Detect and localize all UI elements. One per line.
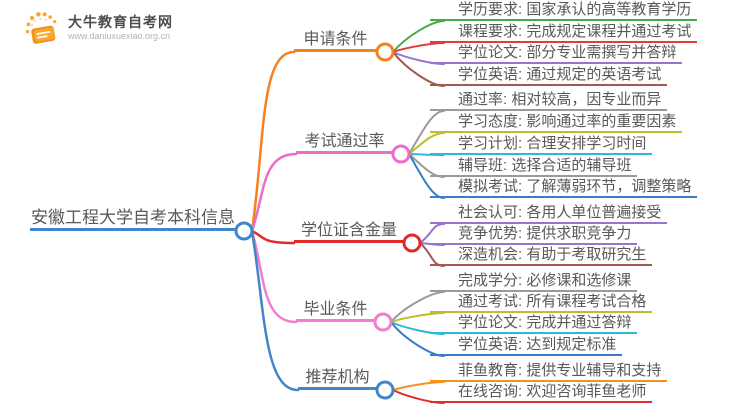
leaf-topic[interactable]: 课程要求: 完成规定课程并通过考试 bbox=[430, 23, 698, 43]
connector-line bbox=[408, 110, 445, 155]
leaf-topic[interactable]: 辅导班: 选择合适的辅导班 bbox=[430, 157, 638, 177]
connector-line bbox=[392, 20, 445, 53]
leaf-topic[interactable]: 学习计划: 合理安排学习时间 bbox=[430, 135, 653, 155]
leaf-topic[interactable]: 学历要求: 国家承认的高等教育学历 bbox=[430, 1, 698, 21]
leaf-topic[interactable]: 社会认可: 各用人单位普遍接受 bbox=[430, 204, 668, 224]
branch-topic[interactable]: 学位证含金量 bbox=[294, 221, 404, 243]
connector-line bbox=[250, 50, 296, 233]
branch-topic[interactable]: 毕业条件 bbox=[296, 300, 375, 322]
leaf-topic[interactable]: 竞争优势: 提供求职竞争力 bbox=[430, 225, 638, 245]
leaf-topic[interactable]: 学位英语: 达到规定标准 bbox=[430, 336, 623, 356]
connector-line bbox=[250, 229, 296, 245]
connector-line bbox=[250, 152, 298, 233]
leaf-topic[interactable]: 模拟考试: 了解薄弱环节，调整策略 bbox=[430, 178, 698, 198]
sunburst-dots-inner bbox=[30, 17, 47, 27]
logo-url: www.daniuxuexiao.org.cn bbox=[68, 31, 171, 41]
logo-title: 大牛教育自考网 bbox=[68, 14, 173, 30]
book-icon bbox=[25, 12, 57, 44]
leaf-topic[interactable]: 学位论文: 完成并通过答辩 bbox=[430, 314, 638, 334]
connector-line bbox=[392, 42, 445, 53]
branch-toggle[interactable] bbox=[375, 380, 395, 400]
connector-line bbox=[250, 229, 298, 324]
branch-topic[interactable]: 推荐机构 bbox=[298, 368, 377, 390]
sunburst-dots bbox=[25, 12, 57, 34]
mindmap-central-topic[interactable]: 安徽工程大学自考本科信息 bbox=[30, 206, 236, 231]
leaf-topic[interactable]: 在线咨询: 欢迎咨询菲鱼老师 bbox=[430, 383, 653, 403]
leaf-topic[interactable]: 学位英语: 通过规定的英语考试 bbox=[430, 66, 668, 86]
leaf-topic[interactable]: 学习态度: 影响通过率的重要因素 bbox=[430, 113, 683, 133]
book-glyph bbox=[31, 25, 56, 44]
site-logo[interactable]: 大牛教育自考网 www.daniuxuexiao.org.cn bbox=[22, 8, 173, 48]
connector-line bbox=[408, 132, 445, 155]
branch-topic[interactable]: 申请条件 bbox=[294, 30, 377, 52]
leaf-topic[interactable]: 通过考试: 所有课程考试合格 bbox=[430, 293, 653, 313]
leaf-topic[interactable]: 学位论文: 部分专业需撰写并答辩 bbox=[430, 44, 683, 64]
leaf-topic[interactable]: 完成学分: 必修课和选修课 bbox=[430, 272, 638, 292]
branch-toggle[interactable] bbox=[391, 144, 411, 164]
connector-line bbox=[392, 381, 445, 391]
central-toggle[interactable] bbox=[234, 221, 254, 241]
leaf-topic[interactable]: 通过率: 相对较高，因专业而异 bbox=[430, 91, 668, 111]
branch-toggle[interactable] bbox=[375, 42, 395, 62]
connector-line bbox=[390, 291, 445, 323]
branch-toggle[interactable] bbox=[402, 233, 422, 253]
connector-line bbox=[419, 223, 445, 244]
leaf-topic[interactable]: 菲鱼教育: 提供专业辅导和支持 bbox=[430, 362, 668, 382]
branch-topic[interactable]: 考试通过率 bbox=[296, 132, 393, 154]
leaf-topic[interactable]: 深造机会: 有助于考取研究生 bbox=[430, 246, 653, 266]
connector-line bbox=[390, 312, 445, 323]
branch-toggle[interactable] bbox=[373, 312, 393, 332]
connector-line bbox=[250, 229, 300, 392]
